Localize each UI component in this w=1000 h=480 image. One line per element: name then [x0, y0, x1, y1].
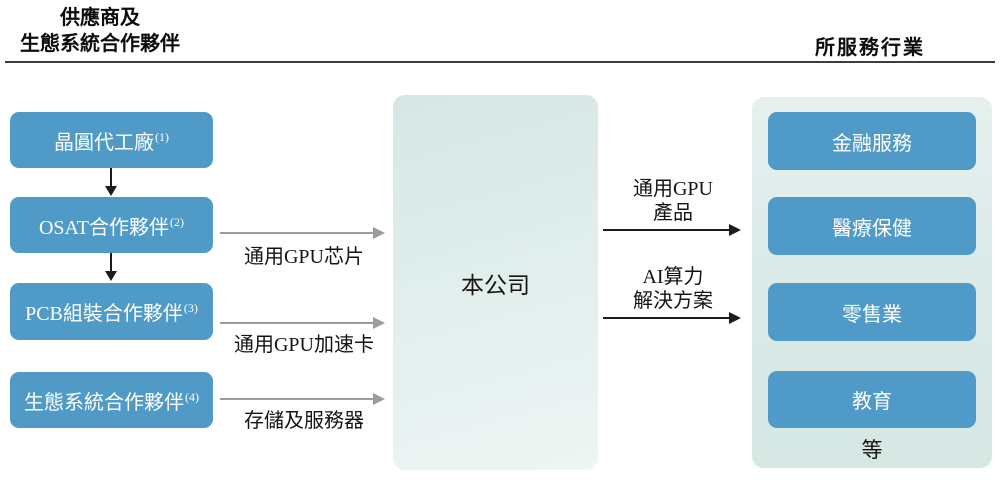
- industry-box-financial-services: 金融服務: [768, 112, 976, 170]
- supply-arrow-gpu-accelerator-cards: [220, 322, 373, 324]
- output-flow-label-line2: 解決方案: [633, 290, 713, 312]
- output-flow-label-line1: 通用GPU: [632, 178, 713, 200]
- industry-label: 醫療保健: [832, 217, 912, 240]
- supply-arrow-gpu-chips: [220, 232, 373, 234]
- output-arrow-gpu-products: [603, 229, 729, 231]
- output-flow-label-line1: AI算力: [642, 266, 704, 288]
- supplier-label-text: 生態系統合作夥伴: [24, 391, 184, 414]
- supplier-label-text: PCB組裝合作夥伴: [25, 303, 183, 325]
- supplier-box-osat-partners: OSAT合作夥伴(2): [10, 197, 213, 253]
- output-flow-label-gpu-products: 通用GPU 產品: [600, 177, 746, 225]
- supplier-box-pcb-assembly-partners: PCB組裝合作夥伴(3): [10, 283, 213, 340]
- company-box: 本公司: [393, 95, 598, 470]
- supplier-label-text: OSAT合作夥伴: [38, 216, 169, 239]
- header-suppliers: 供應商及 生態系統合作夥伴: [0, 5, 200, 57]
- supplier-box-wafer-foundry: 晶圓代工廠(1): [10, 112, 213, 168]
- supplier-box-label: PCB組裝合作夥伴(3): [25, 297, 198, 326]
- header-suppliers-line2: 生態系統合作夥伴: [20, 33, 180, 55]
- output-arrow-ai-solutions: [603, 317, 729, 319]
- down-arrow-2: [110, 253, 112, 271]
- supply-flow-label-storage-servers: 存儲及服務器: [244, 410, 364, 432]
- supplier-box-label: OSAT合作夥伴(2): [39, 211, 184, 240]
- header-suppliers-line1: 供應商及: [60, 7, 140, 29]
- supply-flow-label-gpu-chips: 通用GPU芯片: [243, 246, 364, 268]
- supplier-box-ecosystem-partners: 生態系統合作夥伴(4): [10, 372, 213, 428]
- industry-label: 教育: [852, 391, 892, 413]
- supplier-footnote: (2): [170, 214, 184, 229]
- industry-box-education: 教育: [768, 371, 976, 428]
- industry-label: 金融服務: [832, 132, 912, 155]
- header-divider: [5, 61, 995, 63]
- output-flow-label-line2: 產品: [653, 202, 693, 224]
- supplier-footnote: (1): [155, 129, 169, 144]
- header-industries: 所服務行業: [815, 37, 925, 59]
- supplier-footnote: (4): [185, 389, 199, 404]
- industries-etc-label: 等: [861, 438, 883, 462]
- supply-flow-label-gpu-accelerator-cards: 通用GPU加速卡: [233, 334, 374, 356]
- supplier-box-label: 晶圓代工廠(1): [54, 126, 169, 155]
- industry-box-retail: 零售業: [768, 283, 976, 341]
- company-label: 本公司: [461, 272, 530, 298]
- supplier-label-text: 晶圓代工廠: [54, 131, 154, 154]
- industries-panel: 金融服務 醫療保健 零售業 教育 等: [752, 97, 992, 468]
- down-arrow-1: [110, 168, 112, 186]
- industry-box-healthcare: 醫療保健: [768, 197, 976, 255]
- output-flow-label-ai-solutions: AI算力 解決方案: [600, 265, 746, 313]
- industry-label: 零售業: [842, 303, 902, 326]
- supply-arrow-storage-servers: [220, 398, 373, 400]
- supplier-box-label: 生態系統合作夥伴(4): [24, 386, 199, 415]
- supplier-footnote: (3): [183, 301, 198, 316]
